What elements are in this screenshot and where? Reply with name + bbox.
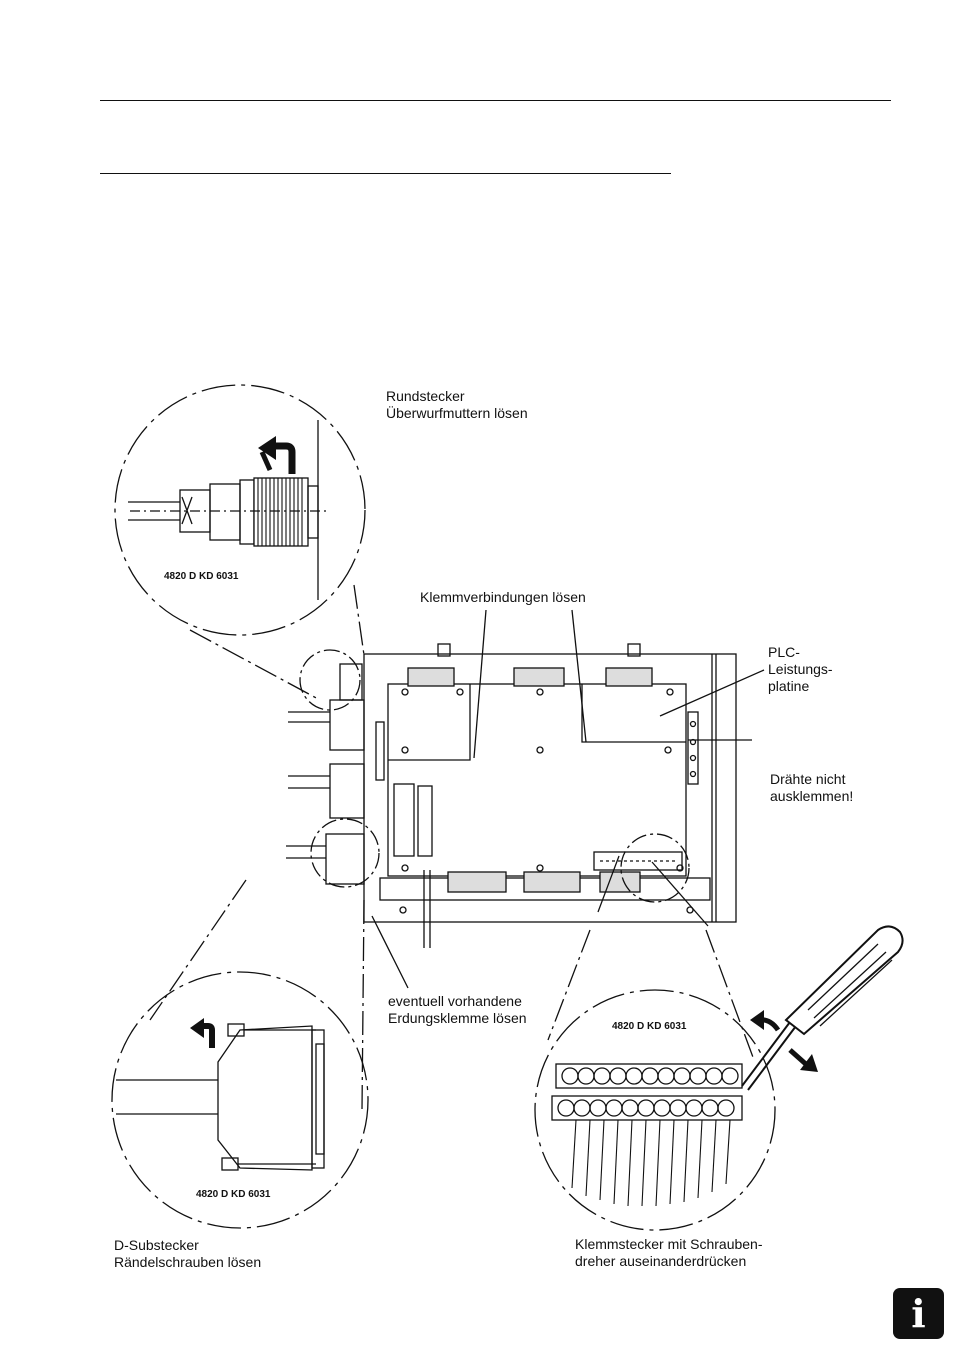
label-erdung-line2: Erdungsklemme lösen <box>388 1010 527 1026</box>
section-rule <box>100 173 671 174</box>
label-klemmverbindungen: Klemmverbindungen lösen <box>420 589 586 605</box>
label-klemmstecker: Klemmstecker mit Schrauben- dreher ausei… <box>575 1236 763 1270</box>
label-draehte: Drähte nicht ausklemmen! <box>770 771 853 805</box>
label-rundstecker-line1: Rundstecker <box>386 388 465 404</box>
label-dsub-line2: Rändelschrauben lösen <box>114 1254 262 1270</box>
part-number-top: 4820 D KD 6031 <box>164 571 239 582</box>
round-connector-detail <box>114 384 366 636</box>
info-icon[interactable]: i <box>893 1288 944 1339</box>
part-number-bottom-right: 4820 D KD 6031 <box>612 1021 687 1032</box>
label-plc: PLC- Leistungs- platine <box>768 644 833 695</box>
main-unit <box>286 643 752 948</box>
label-klemmstecker-line2: dreher auseinanderdrücken <box>575 1253 747 1269</box>
label-erdung-line1: eventuell vorhandene <box>388 993 522 1009</box>
label-draehte-line1: Drähte nicht <box>770 771 846 787</box>
label-dsub: D-Substecker Rändelschrauben lösen <box>114 1237 261 1271</box>
label-klemmstecker-line1: Klemmstecker mit Schrauben- <box>575 1236 763 1252</box>
header-rule <box>100 100 891 101</box>
label-rundstecker-line2: Überwurfmuttern lösen <box>386 405 528 421</box>
label-draehte-line2: ausklemmen! <box>770 788 854 804</box>
dsub-connector-detail <box>111 971 369 1229</box>
label-erdung: eventuell vorhandene Erdungsklemme lösen <box>388 993 527 1027</box>
part-number-bottom-left: 4820 D KD 6031 <box>196 1189 271 1200</box>
label-rundstecker: Rundstecker Überwurfmuttern lösen <box>386 388 528 422</box>
terminal-strip-detail <box>534 925 904 1231</box>
screwdriver <box>741 925 904 1091</box>
label-plc-line3: platine <box>768 678 810 694</box>
label-dsub-line1: D-Substecker <box>114 1237 199 1253</box>
label-plc-line1: PLC- <box>768 644 800 660</box>
label-plc-line2: Leistungs- <box>768 661 833 677</box>
